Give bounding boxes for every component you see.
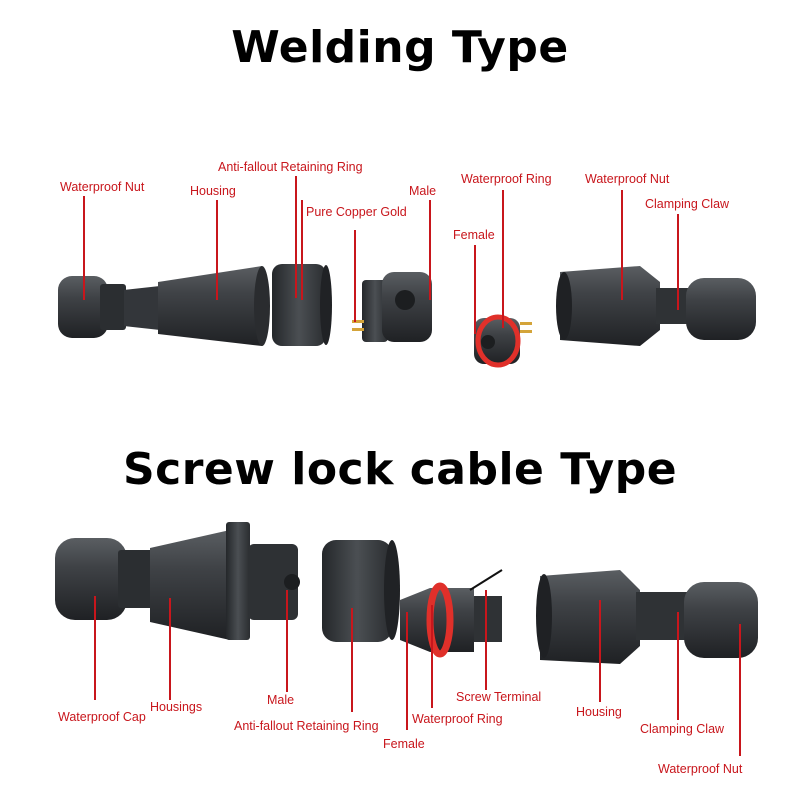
- welding-male-insert: [352, 272, 432, 342]
- welding-type-title: Welding Type: [231, 22, 569, 73]
- label-housings: Housings: [150, 700, 203, 714]
- label-clamping-claw-2: Clamping Claw: [640, 722, 725, 736]
- screw-housing: [150, 522, 300, 640]
- label-female: Female: [453, 228, 495, 242]
- welding-female-insert: [474, 314, 532, 368]
- screw-leader-lines: [94, 590, 741, 756]
- label-waterproof-ring: Waterproof Ring: [461, 172, 552, 186]
- screw-retaining-ring: [322, 540, 400, 642]
- screw-housing-2: [536, 570, 688, 664]
- label-pure-copper-gold: Pure Copper Gold: [306, 205, 407, 219]
- welding-retaining-ring: [272, 264, 332, 346]
- label-female-2: Female: [383, 737, 425, 751]
- welding-housing: [124, 266, 270, 346]
- label-waterproof-ring-2: Waterproof Ring: [412, 712, 503, 726]
- label-clamping-claw: Clamping Claw: [645, 197, 730, 211]
- screw-terminal-insert: [400, 569, 503, 658]
- label-anti-fallout-ring: Anti-fallout Retaining Ring: [218, 160, 363, 174]
- label-waterproof-nut-3: Waterproof Nut: [658, 762, 743, 776]
- label-housing: Housing: [190, 184, 236, 198]
- screw-waterproof-nut: [684, 582, 758, 658]
- label-waterproof-nut: Waterproof Nut: [60, 180, 145, 194]
- screw-waterproof-cap: [55, 538, 154, 620]
- welding-waterproof-nut: [58, 276, 126, 338]
- label-male-2: Male: [267, 693, 295, 707]
- label-housing-2: Housing: [576, 705, 622, 719]
- label-waterproof-nut-2: Waterproof Nut: [585, 172, 670, 186]
- label-anti-fallout-ring-2: Anti-fallout Retaining Ring: [234, 719, 379, 733]
- screw-lock-type-title: Screw lock cable Type: [122, 444, 678, 495]
- welding-waterproof-nut-2: [686, 278, 756, 340]
- welding-housing-2: [556, 266, 690, 346]
- label-male: Male: [409, 184, 437, 198]
- label-screw-terminal: Screw Terminal: [456, 690, 542, 704]
- label-waterproof-cap: Waterproof Cap: [58, 710, 146, 724]
- welding-leader-lines: [83, 176, 679, 334]
